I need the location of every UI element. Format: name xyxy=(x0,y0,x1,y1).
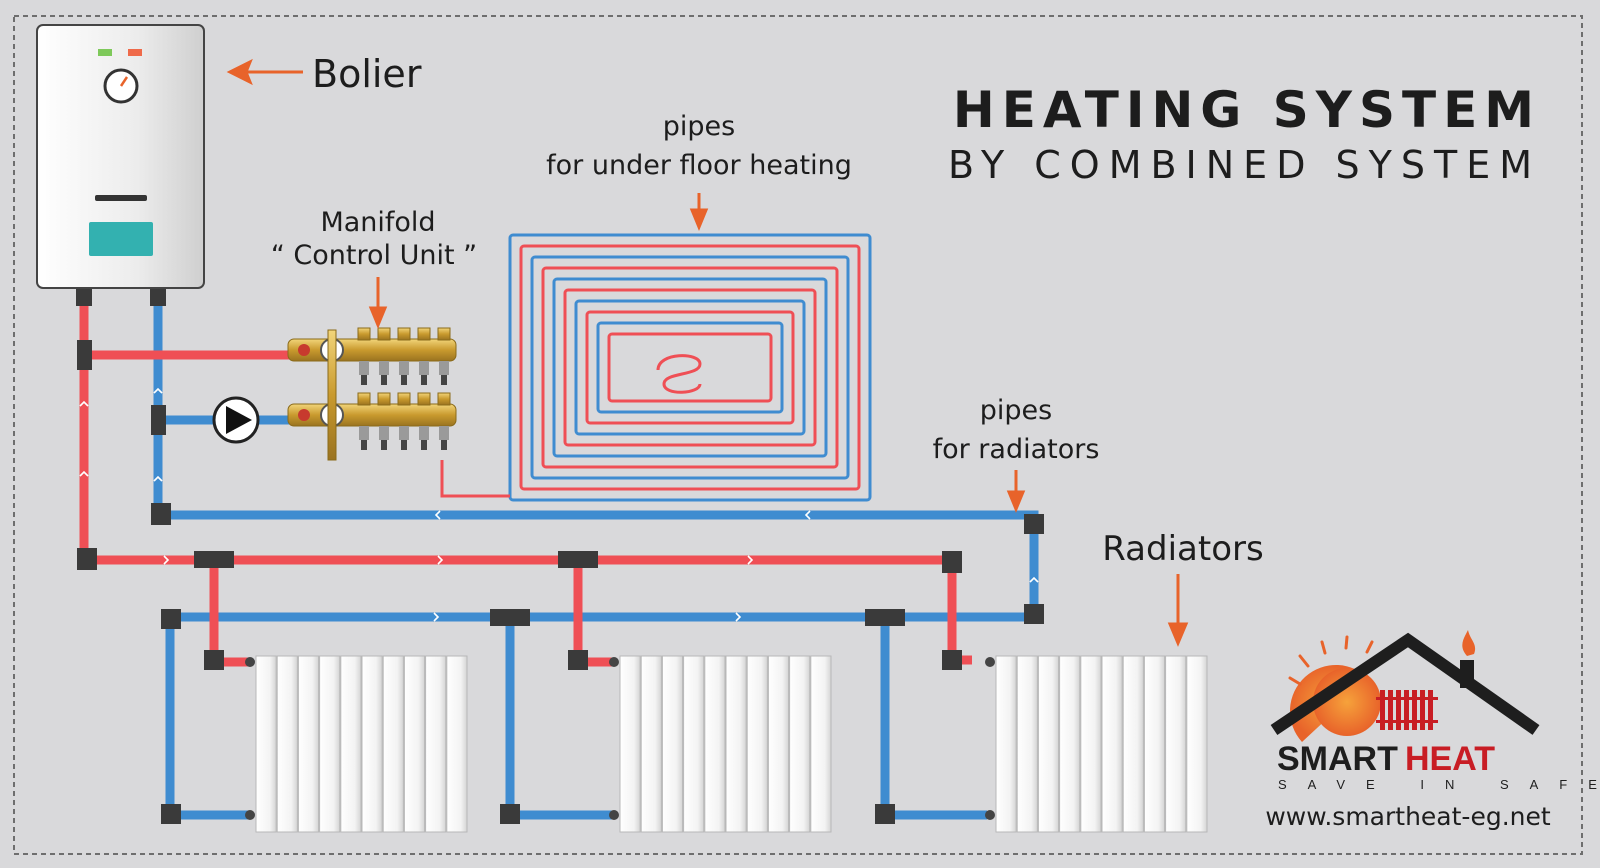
floor-pipes-label-line1: pipes xyxy=(663,111,735,142)
brand-name-part2: HEAT xyxy=(1405,740,1495,778)
brand-tagline: SAVE IN SAFE xyxy=(1278,777,1600,792)
flow-chevrons xyxy=(79,387,1039,622)
flame-icon xyxy=(1462,630,1476,656)
radiator-pipes-label-line2: for radiators xyxy=(933,434,1100,465)
radiator-1-return xyxy=(165,617,248,820)
brand-name-part1: SMART xyxy=(1277,740,1398,778)
pipe-fittings xyxy=(76,288,1044,824)
floor-pipes-label-line2: for under floor heating xyxy=(546,150,852,181)
radiator-icon xyxy=(245,655,468,833)
title-line1: HEATING SYSTEM xyxy=(953,81,1541,139)
radiator-1-supply xyxy=(209,560,248,667)
radiator-3-return xyxy=(880,617,987,820)
manifold-icon xyxy=(287,327,457,461)
pointer-arrows xyxy=(226,58,1189,647)
radiator-2-supply xyxy=(573,560,612,667)
radiator-2-return xyxy=(505,617,612,820)
boiler-label: Bolier xyxy=(312,52,422,96)
brand-url: www.smartheat-eg.net xyxy=(1265,802,1551,831)
pump-icon xyxy=(212,396,260,444)
manifold-label-line1: Manifold xyxy=(320,207,435,238)
dashed-frame xyxy=(13,15,1583,855)
manifold-label-line2: “ Control Unit ” xyxy=(271,240,477,271)
radiator-icon xyxy=(985,655,1208,833)
radiators-label: Radiators xyxy=(1102,529,1263,569)
radiator-icon xyxy=(609,655,832,833)
house-roof-icon xyxy=(1270,632,1540,735)
title-line2: BY COMBINED SYSTEM xyxy=(948,143,1541,187)
boiler-icon xyxy=(36,24,205,289)
radiator-logo-icon xyxy=(1376,690,1438,730)
brand-logo: SMART HEAT SAVE IN SAFE www.smartheat-eg… xyxy=(1265,630,1600,831)
boiler-display xyxy=(89,222,153,256)
radiators-group xyxy=(245,655,1208,833)
underfloor-pipe-spiral xyxy=(440,233,872,502)
radiator-pipes-label-line1: pipes xyxy=(980,395,1052,426)
